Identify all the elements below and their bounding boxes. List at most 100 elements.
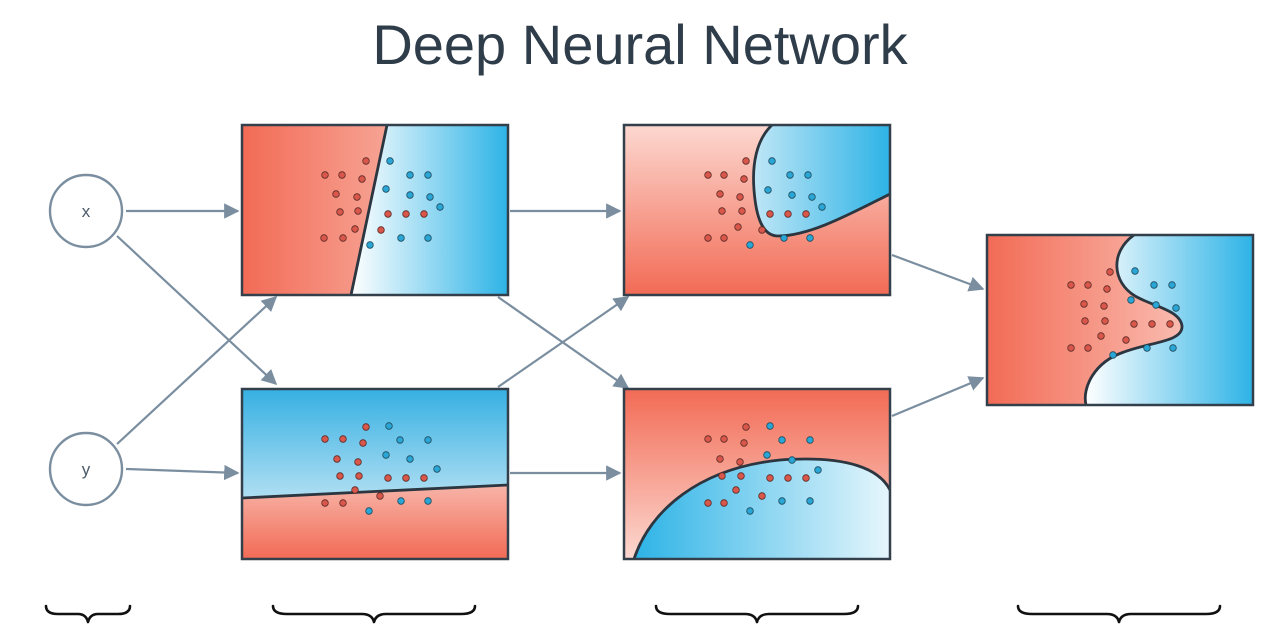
data-point [384,474,392,482]
data-point [321,499,329,507]
data-point [339,435,347,443]
data-point [1131,267,1139,275]
data-point [336,208,344,216]
data-point [1100,302,1108,310]
data-point [808,193,816,201]
layer1-bottom-points [321,422,441,515]
data-point [1103,285,1111,293]
data-point [1080,300,1088,308]
data-point [766,422,774,430]
data-point [806,497,814,505]
data-point [740,175,748,183]
input-node-x-circle [48,173,124,249]
data-point [355,472,363,480]
data-point [406,455,414,463]
data-point [420,474,428,482]
data-point [321,435,329,443]
data-point [806,436,814,444]
data-point [758,492,766,500]
data-point [351,225,359,233]
data-point [351,486,359,494]
data-point [763,451,771,459]
data-point [424,497,432,505]
data-point [1152,301,1160,309]
data-point [720,435,728,443]
data-point [1166,320,1174,328]
connection-arrows [116,203,985,481]
layer2-bottom-border [622,387,892,561]
data-point [366,241,374,249]
data-point [339,234,347,242]
data-point [426,193,434,201]
data-point [402,210,410,218]
data-point [377,226,385,234]
arrow-l2top-to-output [891,253,985,292]
input-node-y-label: y [82,460,91,479]
data-point [806,234,814,242]
data-point [742,157,750,165]
data-point [1168,281,1176,289]
layer2-top-panel [622,123,892,297]
data-point [788,191,796,199]
input-node-y-circle [48,431,124,507]
data-point [784,210,792,218]
data-point [788,456,796,464]
data-point [780,234,788,242]
data-point [358,175,366,183]
data-point [385,422,393,430]
output-points [1067,267,1180,359]
data-point [746,507,754,515]
layer-braces [44,604,1222,624]
data-point [704,499,712,507]
data-point [804,171,812,179]
data-point [738,207,746,215]
output-panel [985,233,1255,407]
brace-input-layer [44,604,132,624]
data-point [424,234,432,242]
data-point [1081,317,1089,325]
data-point [768,157,776,165]
data-point [353,193,361,201]
data-point [758,226,766,234]
data-point [1143,344,1151,352]
data-point [1172,304,1180,312]
data-point [359,439,367,447]
data-point [362,423,370,431]
data-point [742,423,750,431]
data-point [320,234,328,242]
data-point [397,234,405,242]
arrow-l2bottom-to-output [891,376,985,418]
data-point [339,499,347,507]
layer2-top-blue-region [753,125,890,236]
data-point [720,171,728,179]
input-node-x-label: x [82,202,91,221]
data-point [786,171,794,179]
data-point [732,486,740,494]
arrow-x-to-layer1-bottom [116,235,278,386]
layer2-top-decision-boundary [752,125,890,238]
data-point [332,190,340,198]
output-decision-boundary [1083,235,1184,405]
layer2-bottom-decision-boundary [632,457,890,559]
data-point [362,157,370,165]
data-point [734,223,742,231]
output-border [985,233,1255,407]
data-point [1084,281,1092,289]
data-point [778,497,786,505]
data-point [704,435,712,443]
data-point [802,474,810,482]
data-point [746,241,754,249]
layer1-top-panel [240,123,510,297]
data-point [778,436,786,444]
data-point [382,185,390,193]
layer2-bottom-panel [622,387,892,561]
data-point [333,455,341,463]
data-point [384,210,392,218]
data-point [818,203,826,211]
data-point [814,466,822,474]
data-point [354,458,362,466]
data-point [1101,317,1109,325]
brace-hidden-layer-2 [654,604,860,624]
data-point [376,492,384,500]
data-point [716,455,724,463]
